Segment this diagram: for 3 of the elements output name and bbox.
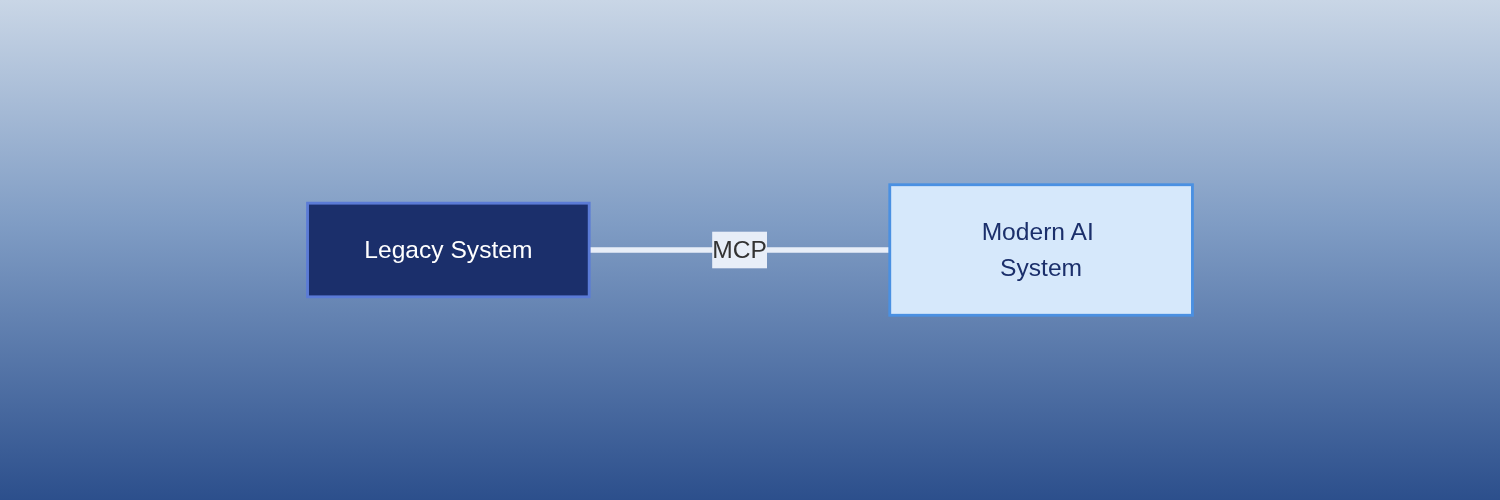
node-box: Modern AI System [888,183,1194,317]
edge-label: MCP [712,235,767,264]
node-box: Legacy System [306,201,591,299]
